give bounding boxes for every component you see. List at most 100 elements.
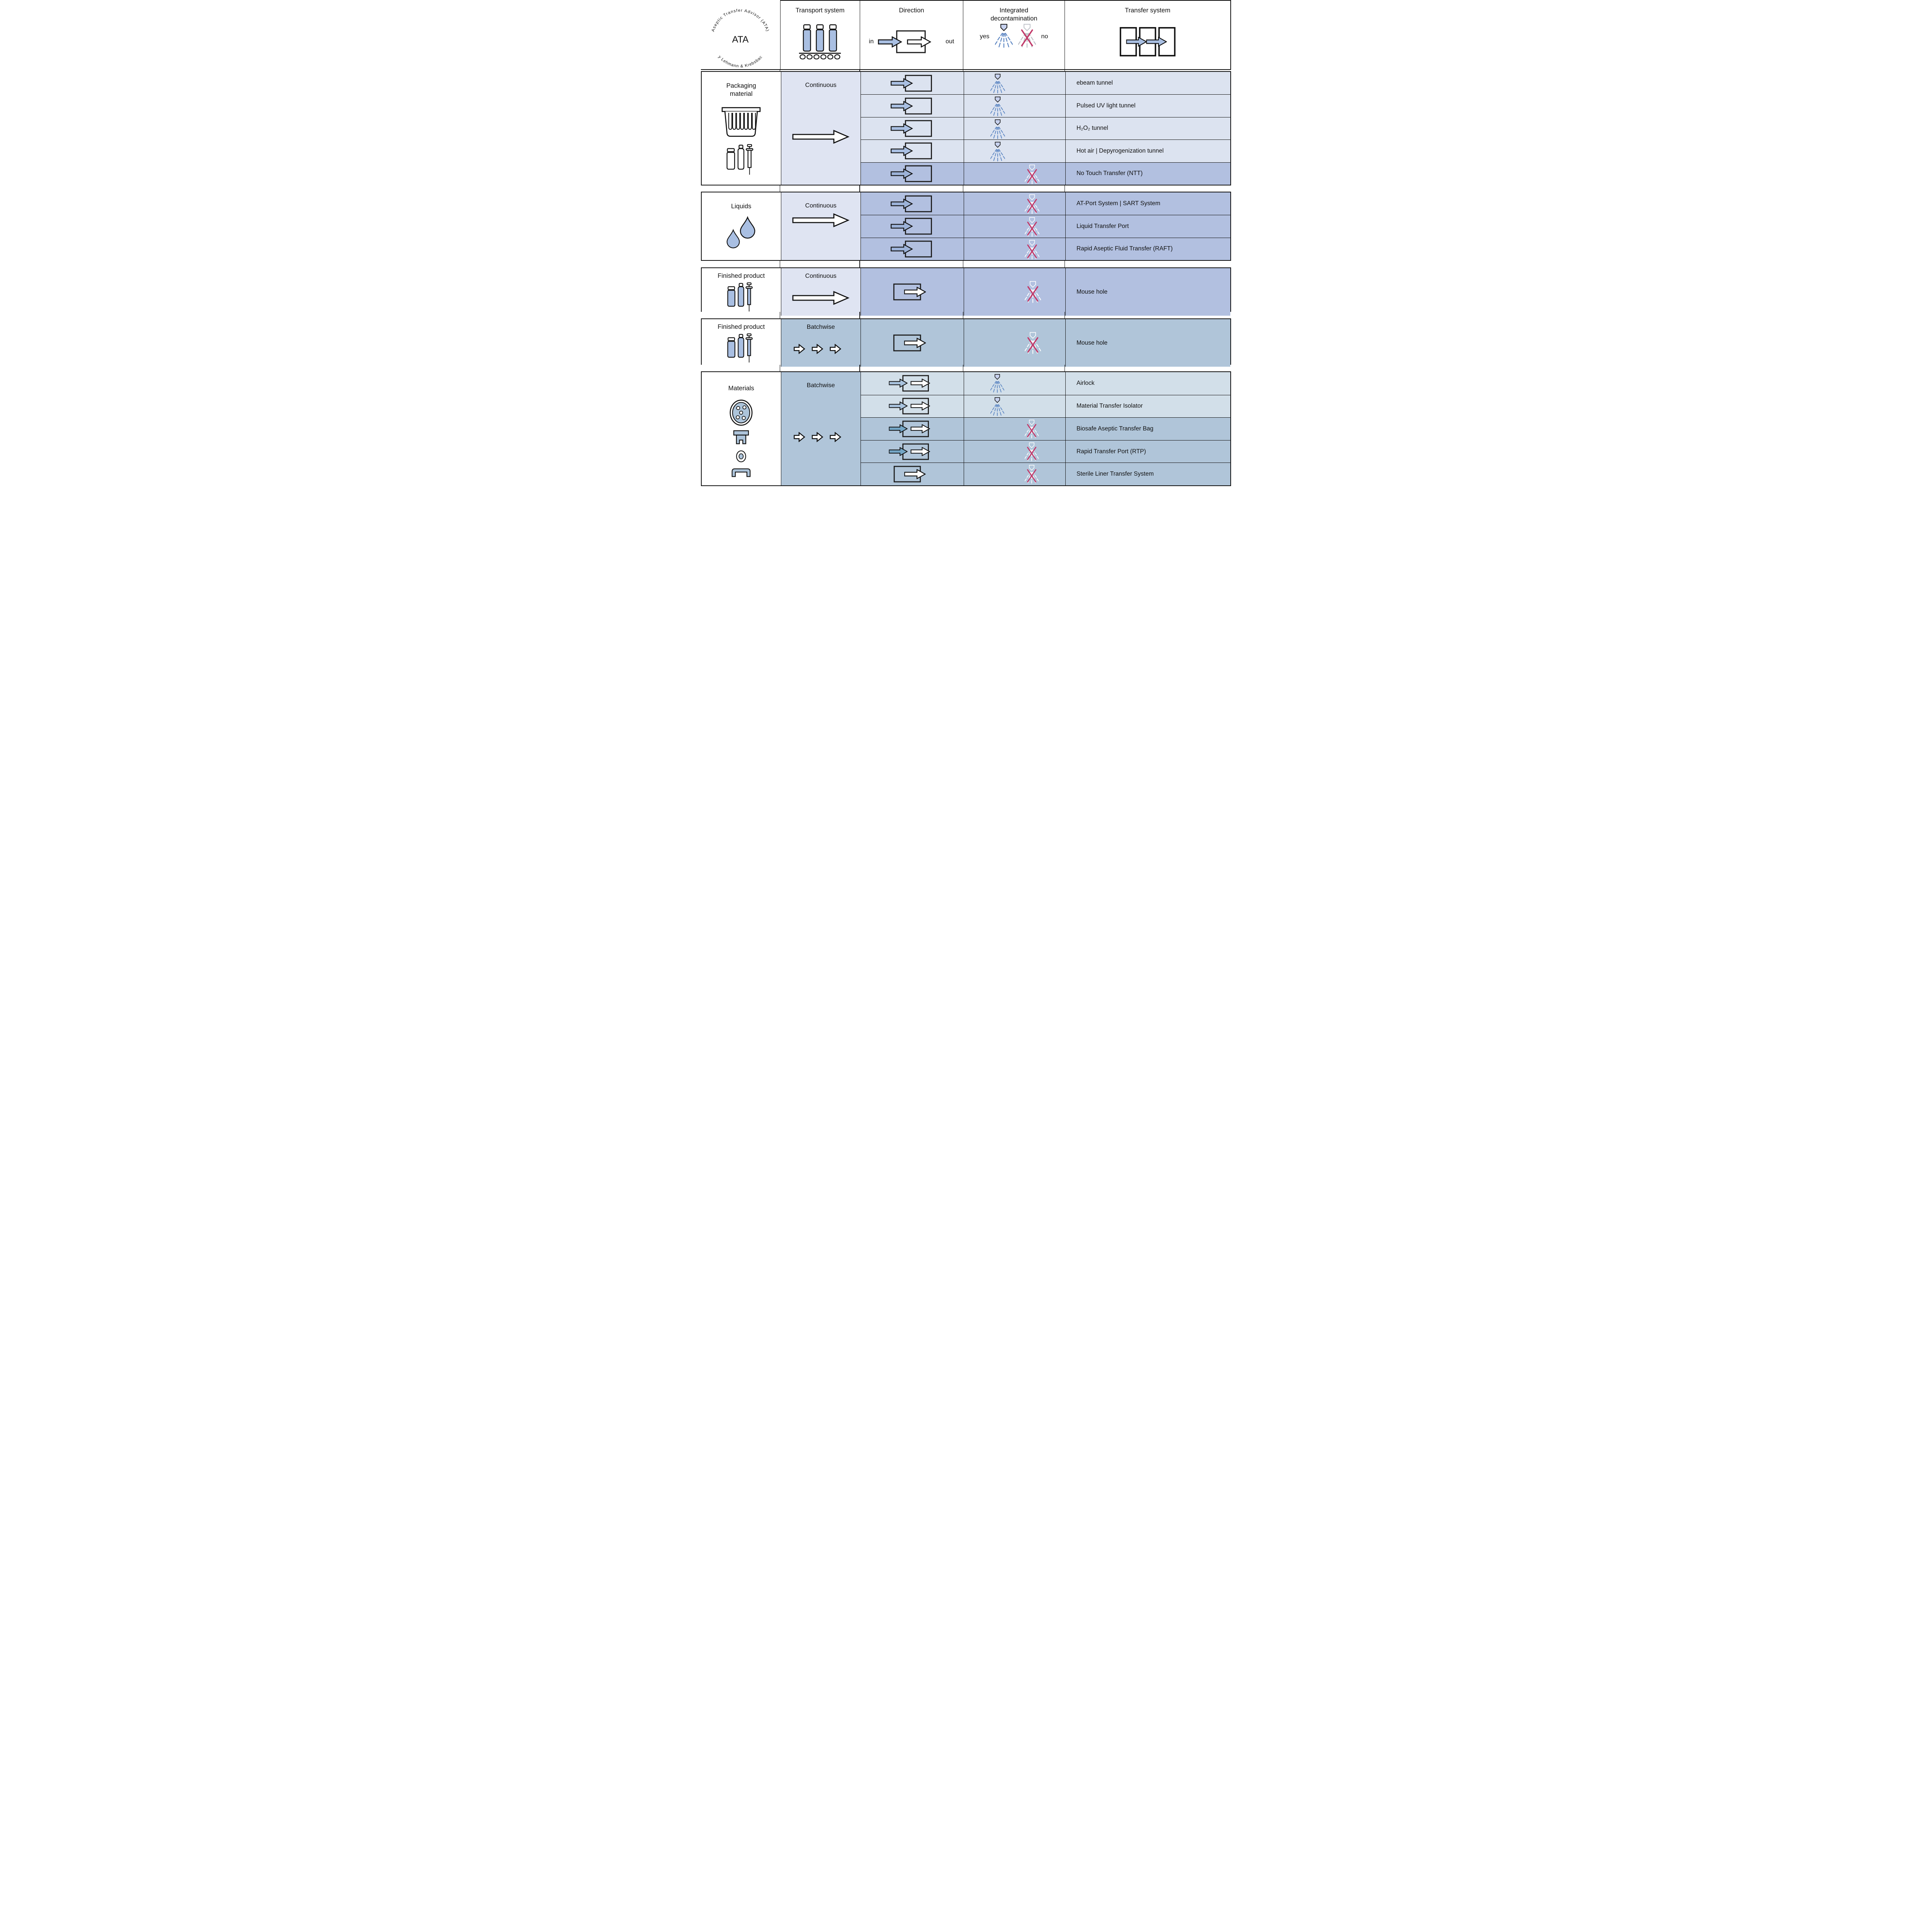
direction-cell — [861, 319, 964, 367]
plug-stopper-icon — [733, 430, 749, 445]
transfer-cell: Hot air | Depyrogenization tunnel — [1065, 139, 1230, 162]
transfer-system-label: Material Transfer Isolator — [1077, 403, 1143, 410]
direction-cell — [861, 268, 964, 316]
spray-crossed-icon — [1025, 464, 1039, 484]
spray-yes-icon — [990, 73, 1005, 94]
arrow-in-box-icon — [888, 163, 936, 184]
group-label-cell-materials: Materials — [702, 372, 781, 485]
spray-yes-icon — [990, 96, 1005, 117]
transfer-cell: AT-Port System | SART System — [1065, 192, 1230, 215]
transport-cell-liquids: Continuous — [781, 192, 861, 260]
transport-cell: Continuous — [781, 268, 861, 316]
continuous-arrow-icon — [792, 290, 850, 306]
direction-cell — [861, 192, 964, 215]
decontamination-cell — [964, 440, 1065, 463]
liquid-drops-icon — [724, 214, 759, 255]
direction-cell — [861, 237, 964, 260]
direction-cell — [861, 139, 964, 162]
transfer-cell: No Touch Transfer (NTT) — [1065, 162, 1230, 185]
transfer-cell: Pulsed UV light tunnel — [1065, 94, 1230, 117]
transport-mode-label: Continuous — [805, 273, 837, 279]
decontamination-cell — [964, 463, 1065, 485]
arrow-out-of-box-icon — [888, 464, 936, 484]
group-label: Liquids — [731, 203, 752, 210]
header-transfer-system: Transfer system — [1065, 0, 1230, 69]
group-packaging-material: Packaging material Continuous ebeam tunn… — [701, 71, 1231, 185]
group-label-cell-liquids: Liquids — [702, 192, 781, 260]
decontamination-cell — [964, 215, 1065, 238]
transfer-cell: Rapid Transfer Port (RTP) — [1065, 440, 1230, 463]
arrow-in-box-icon — [888, 239, 936, 259]
arrow-out-of-box-icon — [888, 282, 936, 302]
continuous-arrow-icon — [792, 129, 850, 145]
decontamination-cell — [964, 395, 1065, 418]
decontamination-cell — [964, 192, 1065, 215]
header-decontamination: Integrated decontamination yes no — [963, 0, 1065, 69]
spray-yes-icon — [990, 397, 1004, 417]
transfer-system-label: Pulsed UV light tunnel — [1077, 102, 1136, 109]
spray-crossed-icon — [1025, 281, 1041, 304]
batchwise-arrows-icon — [781, 389, 861, 485]
decontamination-cell — [964, 117, 1065, 140]
svg-text:Aseptic Transfer Advisor (ATA): Aseptic Transfer Advisor (ATA) — [711, 8, 770, 32]
direction-in-label: in — [869, 38, 874, 45]
transfer-cell: Mouse hole — [1065, 268, 1230, 316]
arrow-through-box-icon — [888, 396, 937, 416]
group-liquids: Liquids Continuous AT-Port System | SART… — [701, 192, 1231, 261]
empty-containers-icon — [726, 144, 756, 175]
direction-cell — [861, 417, 964, 440]
transport-cell-packaging: Continuous — [781, 72, 861, 185]
header-row: Aseptic Transfer Advisor (ATA) by Lehman… — [701, 0, 1231, 70]
direction-cell — [861, 117, 964, 140]
arrow-in-box-icon — [888, 118, 936, 139]
group-label: Packaging material — [726, 82, 756, 98]
decon-yes-label: yes — [980, 33, 990, 40]
decontamination-cell — [964, 268, 1065, 316]
transfer-system-label: Sterile Liner Transfer System — [1077, 471, 1154, 478]
filled-containers-icon — [727, 333, 755, 363]
stopper-disc-icon — [729, 399, 753, 426]
spray-yes-icon — [990, 374, 1004, 393]
arrow-in-box-icon — [888, 216, 936, 236]
transfer-cell: Airlock — [1065, 372, 1230, 395]
transfer-system-label: Mouse hole — [1077, 339, 1108, 346]
transfer-system-label: Rapid Transfer Port (RTP) — [1077, 448, 1146, 455]
arrow-out-of-box-icon — [888, 333, 936, 353]
tub-nest-basket-icon — [721, 107, 761, 138]
group-label: Finished product — [718, 323, 765, 330]
arrow-in-box-icon — [888, 73, 936, 94]
transfer-cell: Biosafe Aseptic Transfer Bag — [1065, 417, 1230, 440]
header-direction: Direction in out — [860, 0, 963, 69]
direction-cell — [861, 395, 964, 418]
spray-yes-icon — [990, 141, 1005, 162]
decon-no-label: no — [1041, 33, 1048, 40]
transfer-system-label: Rapid Aseptic Fluid Transfer (RAFT) — [1077, 245, 1173, 252]
group-label-cell: Finished product — [702, 319, 781, 367]
liner-clip-icon — [731, 468, 752, 477]
transfer-system-label: Liquid Transfer Port — [1077, 223, 1129, 230]
arrow-in-box-icon — [888, 194, 936, 214]
transfer-system-label: AT-Port System | SART System — [1077, 200, 1160, 207]
transfer-cell: H₂O₂ tunnel — [1065, 117, 1230, 140]
decontamination-cell — [964, 372, 1065, 395]
spray-crossed-icon — [1025, 217, 1039, 237]
continuous-arrow-icon — [792, 213, 850, 228]
direction-cell — [861, 215, 964, 238]
decontamination-cell — [964, 94, 1065, 117]
ata-logo: Aseptic Transfer Advisor (ATA) by Lehman… — [701, 0, 780, 69]
spray-no-icon — [1018, 23, 1036, 49]
group-finished-product-batchwise: Finished product Batchwise Mouse hole — [701, 318, 1231, 367]
direction-cell — [861, 162, 964, 185]
spray-crossed-icon — [1025, 419, 1039, 439]
aseptic-transfer-advisor-matrix: Aseptic Transfer Advisor (ATA) by Lehman… — [701, 0, 1231, 486]
group-materials: Materials Batchwise Airlock Material Tra… — [701, 371, 1231, 486]
direction-in-out-icon — [877, 29, 942, 54]
group-finished-product-continuous: Finished product Continuous Mouse hole — [701, 267, 1231, 316]
logo-center-text: ATA — [732, 34, 749, 45]
decontamination-cell — [964, 319, 1065, 367]
direction-cell — [861, 463, 964, 485]
direction-cell — [861, 94, 964, 117]
header-transfer-label: Transfer system — [1125, 7, 1170, 14]
group-label-cell: Finished product — [702, 268, 781, 316]
block-gap — [701, 261, 1231, 267]
